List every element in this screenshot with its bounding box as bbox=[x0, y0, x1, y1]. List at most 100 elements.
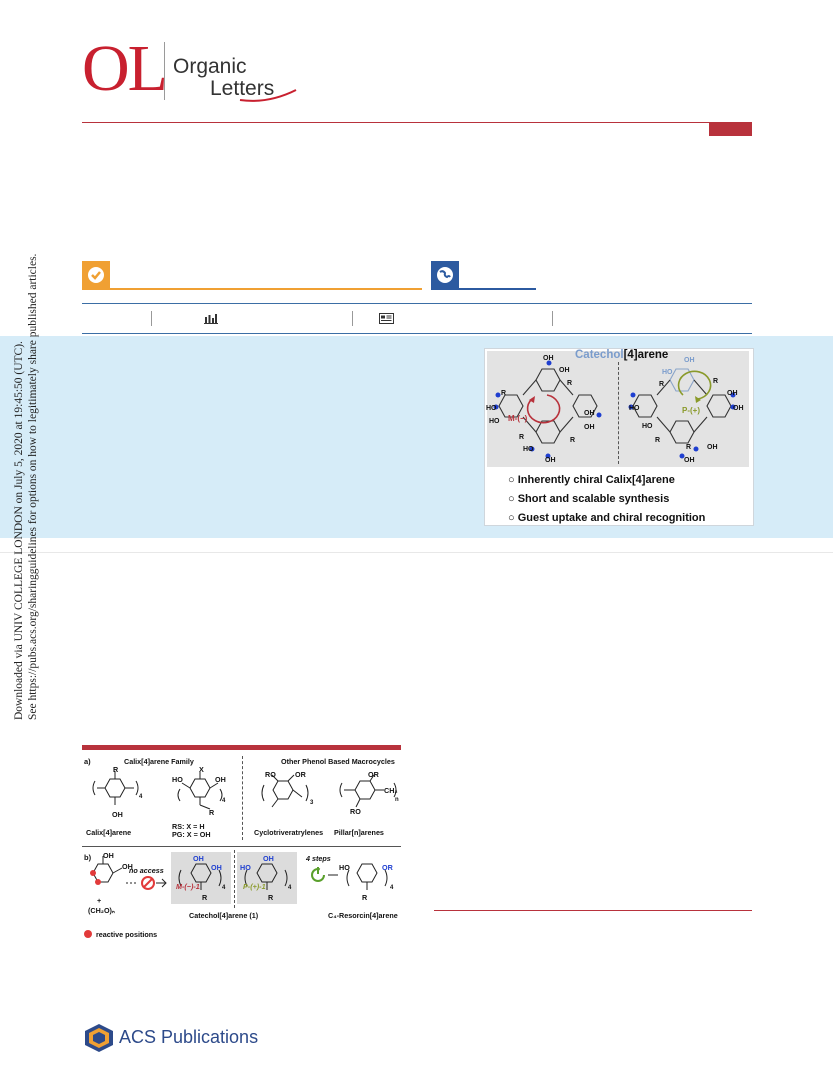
toc-r-left-2: R bbox=[501, 390, 507, 397]
resorcinarene-structure bbox=[177, 772, 223, 810]
header-rule bbox=[82, 122, 752, 123]
journal-logo-divider bbox=[164, 42, 165, 100]
resorcin-c4-or: OR bbox=[382, 863, 393, 872]
toc-bullet-1: Inherently chiral Calix[4]arene bbox=[508, 474, 675, 486]
toc-oh-left-right: OH bbox=[584, 410, 595, 417]
article-icon bbox=[379, 313, 394, 324]
toc-oh-top-left-2: OH bbox=[559, 367, 570, 374]
prohibited-icon bbox=[126, 876, 167, 890]
ctv-label: Cyclotriveratrylenes bbox=[254, 828, 324, 837]
resorcin-c4-index: 4 bbox=[390, 885, 394, 891]
journal-name-line1: Organic bbox=[173, 55, 247, 78]
pillar-index: n bbox=[395, 797, 399, 803]
toc-bullet-2: Short and scalable synthesis bbox=[508, 493, 670, 505]
ctv-index: 3 bbox=[310, 800, 314, 806]
scheme-divider-b bbox=[234, 850, 235, 908]
toc-r-left-3: R bbox=[519, 434, 525, 441]
resorcin-ho: HO bbox=[172, 775, 183, 784]
toc-ho-right-2: HO bbox=[642, 423, 653, 430]
toc-r-right-2: R bbox=[713, 378, 719, 385]
toc-oh-right-top: OH bbox=[684, 357, 695, 364]
toc-oh-right-4: OH bbox=[684, 457, 695, 464]
acs-publications-label: ACS Publications bbox=[119, 1027, 259, 1047]
catecholarene-label: Catechol[4]arene (1) bbox=[189, 911, 259, 920]
resorcin-oh: OH bbox=[215, 775, 226, 784]
toc-bullet-3: Guest uptake and chiral recognition bbox=[508, 512, 706, 524]
toc-oh-top-left: OH bbox=[543, 355, 554, 362]
toc-r-left-4: R bbox=[570, 437, 576, 444]
toc-divider bbox=[618, 362, 619, 464]
pg-label: PG: X = OH bbox=[172, 830, 211, 839]
calix-label: Calix[4]arene bbox=[86, 828, 132, 837]
toc-r-right-4: R bbox=[686, 444, 692, 451]
journal-swoosh-icon bbox=[239, 89, 297, 102]
pillar-ch2: CH₂ bbox=[384, 786, 398, 795]
four-steps-label: 4 steps bbox=[306, 854, 331, 863]
m-oh-top: OH bbox=[193, 854, 204, 863]
ctv-or: OR bbox=[295, 770, 306, 779]
catecholarene-pair-structure bbox=[178, 863, 288, 890]
bar-chart-icon bbox=[204, 314, 218, 324]
toc-title: Catechol[4]arene bbox=[575, 349, 668, 361]
metrics-separator bbox=[352, 311, 353, 326]
scheme-plus: + bbox=[97, 896, 102, 905]
resorcin-c4-r: R bbox=[362, 893, 368, 902]
scheme-divider-a bbox=[242, 756, 243, 840]
toc-title-suffix: [4]arene bbox=[623, 349, 669, 361]
toc-title-prefix: Catechol bbox=[575, 349, 624, 361]
toc-r-right-3: R bbox=[655, 437, 661, 444]
rs-label: RS: X = H bbox=[172, 822, 205, 831]
calix-oh: OH bbox=[112, 810, 123, 819]
metrics-separator bbox=[552, 311, 553, 326]
header-tab bbox=[709, 122, 752, 136]
open-access-badge[interactable] bbox=[82, 261, 110, 289]
global-access-badge[interactable] bbox=[431, 261, 459, 289]
open-access-rule bbox=[82, 288, 422, 290]
toc-oh-right-2: OH bbox=[733, 405, 744, 412]
calix-r: R bbox=[113, 765, 119, 774]
p-ho-left: HO bbox=[240, 863, 251, 872]
toc-r-left: R bbox=[567, 380, 573, 387]
p-enantiomer-label: P-(+)-1 bbox=[243, 882, 266, 891]
resorcin-x: X bbox=[199, 765, 204, 774]
m-enantiomer-label: M-(−)-1 bbox=[176, 882, 200, 891]
toc-oh-right-1: OH bbox=[727, 390, 738, 397]
reactive-positions-label: reactive positions bbox=[96, 930, 158, 939]
precursor-oh-1: OH bbox=[103, 851, 114, 860]
abstract-underline bbox=[0, 552, 833, 553]
m-enantiomer-structure bbox=[493, 360, 602, 459]
scheme-separator bbox=[82, 846, 401, 847]
reactive-position-marker bbox=[84, 930, 92, 938]
no-access-label: no access bbox=[129, 866, 164, 875]
journal-name-line2: Letters bbox=[210, 77, 275, 100]
scheme-rule bbox=[82, 745, 401, 750]
cyclotriveratrylene-structure bbox=[261, 774, 309, 808]
resorcin-c4-label: C₄-Resorcin[4]arene bbox=[328, 911, 398, 920]
article-recommendations-button[interactable] bbox=[379, 313, 394, 327]
toc-oh-left-right-2: OH bbox=[584, 424, 595, 431]
p-r: R bbox=[268, 893, 274, 902]
toc-ho-left-3: HO bbox=[523, 446, 534, 453]
ctv-ro: RO bbox=[265, 770, 276, 779]
toc-ho-left-2: HO bbox=[489, 418, 500, 425]
metrics-bar-top bbox=[82, 303, 752, 304]
pillar-ro: RO bbox=[350, 807, 361, 816]
footnote-rule bbox=[434, 910, 752, 911]
toc-ho-right-1: HO bbox=[629, 405, 640, 412]
resorcinarene-c4-structure bbox=[346, 863, 388, 890]
journal-name: Organic Letters bbox=[173, 56, 274, 100]
metrics-separator bbox=[151, 311, 152, 326]
download-notice-line1: Downloaded via UNIV COLLEGE LONDON on Ju… bbox=[13, 341, 25, 720]
p-oh-top: OH bbox=[263, 854, 274, 863]
toc-oh-right-3: OH bbox=[707, 444, 718, 451]
global-access-rule bbox=[431, 288, 536, 290]
resorcin-r: R bbox=[209, 808, 215, 817]
metrics-button[interactable] bbox=[204, 313, 218, 327]
calix-index: 4 bbox=[139, 794, 143, 800]
resorcin-index: 4 bbox=[222, 798, 226, 804]
scheme-other-title: Other Phenol Based Macrocycles bbox=[281, 757, 395, 766]
arrow-rotation-icon bbox=[311, 867, 338, 882]
globe-icon bbox=[437, 267, 453, 283]
check-icon bbox=[88, 267, 104, 283]
p-enantiomer-structure bbox=[628, 368, 736, 459]
